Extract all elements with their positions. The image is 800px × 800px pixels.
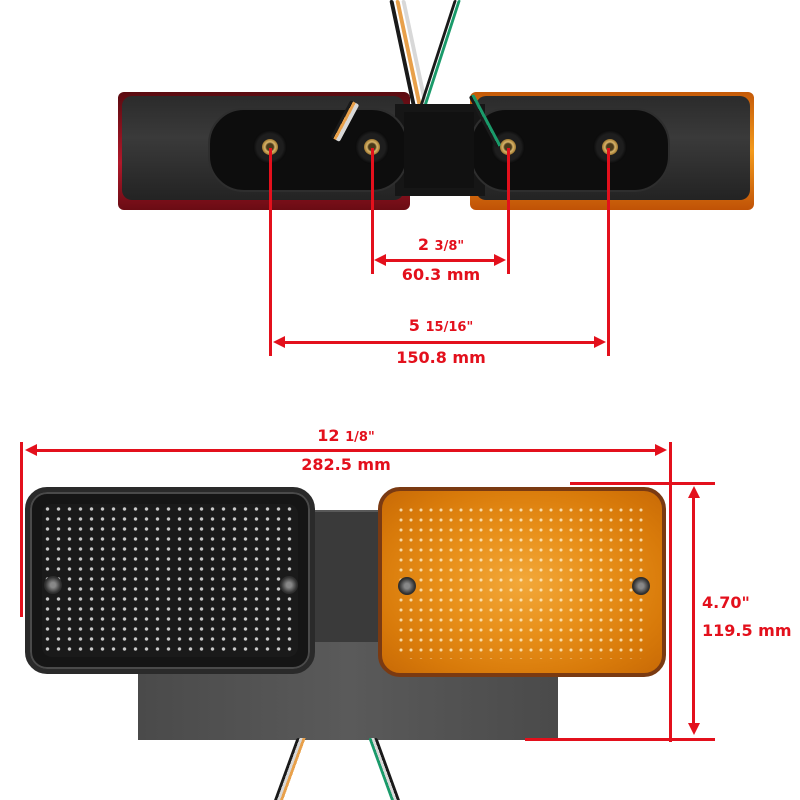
ext-line-left: [20, 442, 23, 617]
wire-bundle-bottom-left: [273, 738, 309, 800]
imperial-fraction: 3/8": [434, 239, 465, 254]
dim-height-imperial: 4.70": [702, 593, 750, 612]
imperial-whole: 5: [408, 316, 420, 335]
ext-line-bottom: [525, 738, 715, 741]
imperial-whole: 2: [417, 235, 429, 254]
lens-pattern: [396, 505, 648, 659]
dim-inner-imperial: 2 3/8": [417, 235, 465, 254]
screw-icon: [632, 577, 650, 595]
dim-width-metric: 282.5 mm: [301, 455, 391, 474]
brass-insert: [364, 139, 380, 155]
dim-line-outer: [283, 341, 595, 344]
screw-icon: [398, 577, 416, 595]
screw-icon: [44, 576, 62, 594]
ext-line-stud-1: [269, 148, 272, 356]
dim-line-height: [692, 497, 695, 725]
brass-insert: [500, 139, 516, 155]
amber-lens: [378, 487, 666, 677]
bracket-back-plate: [300, 512, 390, 642]
imperial-fraction: 1/8": [345, 430, 375, 445]
dim-inner-metric: 60.3 mm: [401, 265, 481, 284]
mounting-slot-right: [470, 108, 670, 192]
arrow-left-icon: [273, 336, 285, 348]
dim-width-imperial: 12 1/8": [317, 426, 375, 445]
mounting-stud-4: [593, 130, 627, 164]
brass-insert: [602, 139, 618, 155]
wire-bundle-bottom-right: [368, 738, 401, 800]
imperial-whole: 12: [317, 426, 340, 445]
screw-icon: [280, 576, 298, 594]
brass-insert: [262, 139, 278, 155]
dim-outer-imperial: 5 15/16": [408, 316, 474, 335]
arrow-up-icon: [688, 486, 700, 498]
arrow-down-icon: [688, 723, 700, 735]
ext-line-stud-4: [607, 148, 610, 356]
ext-line-right: [669, 442, 672, 742]
dim-outer-metric: 150.8 mm: [396, 348, 486, 367]
dim-height-metric: 119.5 mm: [702, 621, 792, 640]
arrow-left-icon: [374, 254, 386, 266]
wire-black-2: [418, 0, 457, 110]
ext-line-stud-2: [371, 148, 374, 274]
imperial-fraction: 15/16": [425, 320, 474, 335]
dim-line-width: [36, 449, 656, 452]
ext-line-top: [570, 482, 715, 485]
arrow-right-icon: [655, 444, 667, 456]
smoked-clear-lens: [25, 487, 315, 674]
arrow-left-icon: [25, 444, 37, 456]
arrow-right-icon: [494, 254, 506, 266]
arrow-right-icon: [594, 336, 606, 348]
dim-line-inner: [384, 259, 496, 262]
ext-line-stud-3: [507, 148, 510, 274]
slot-divider: [404, 112, 474, 188]
wire-green: [422, 0, 461, 110]
lens-pattern: [42, 504, 298, 657]
